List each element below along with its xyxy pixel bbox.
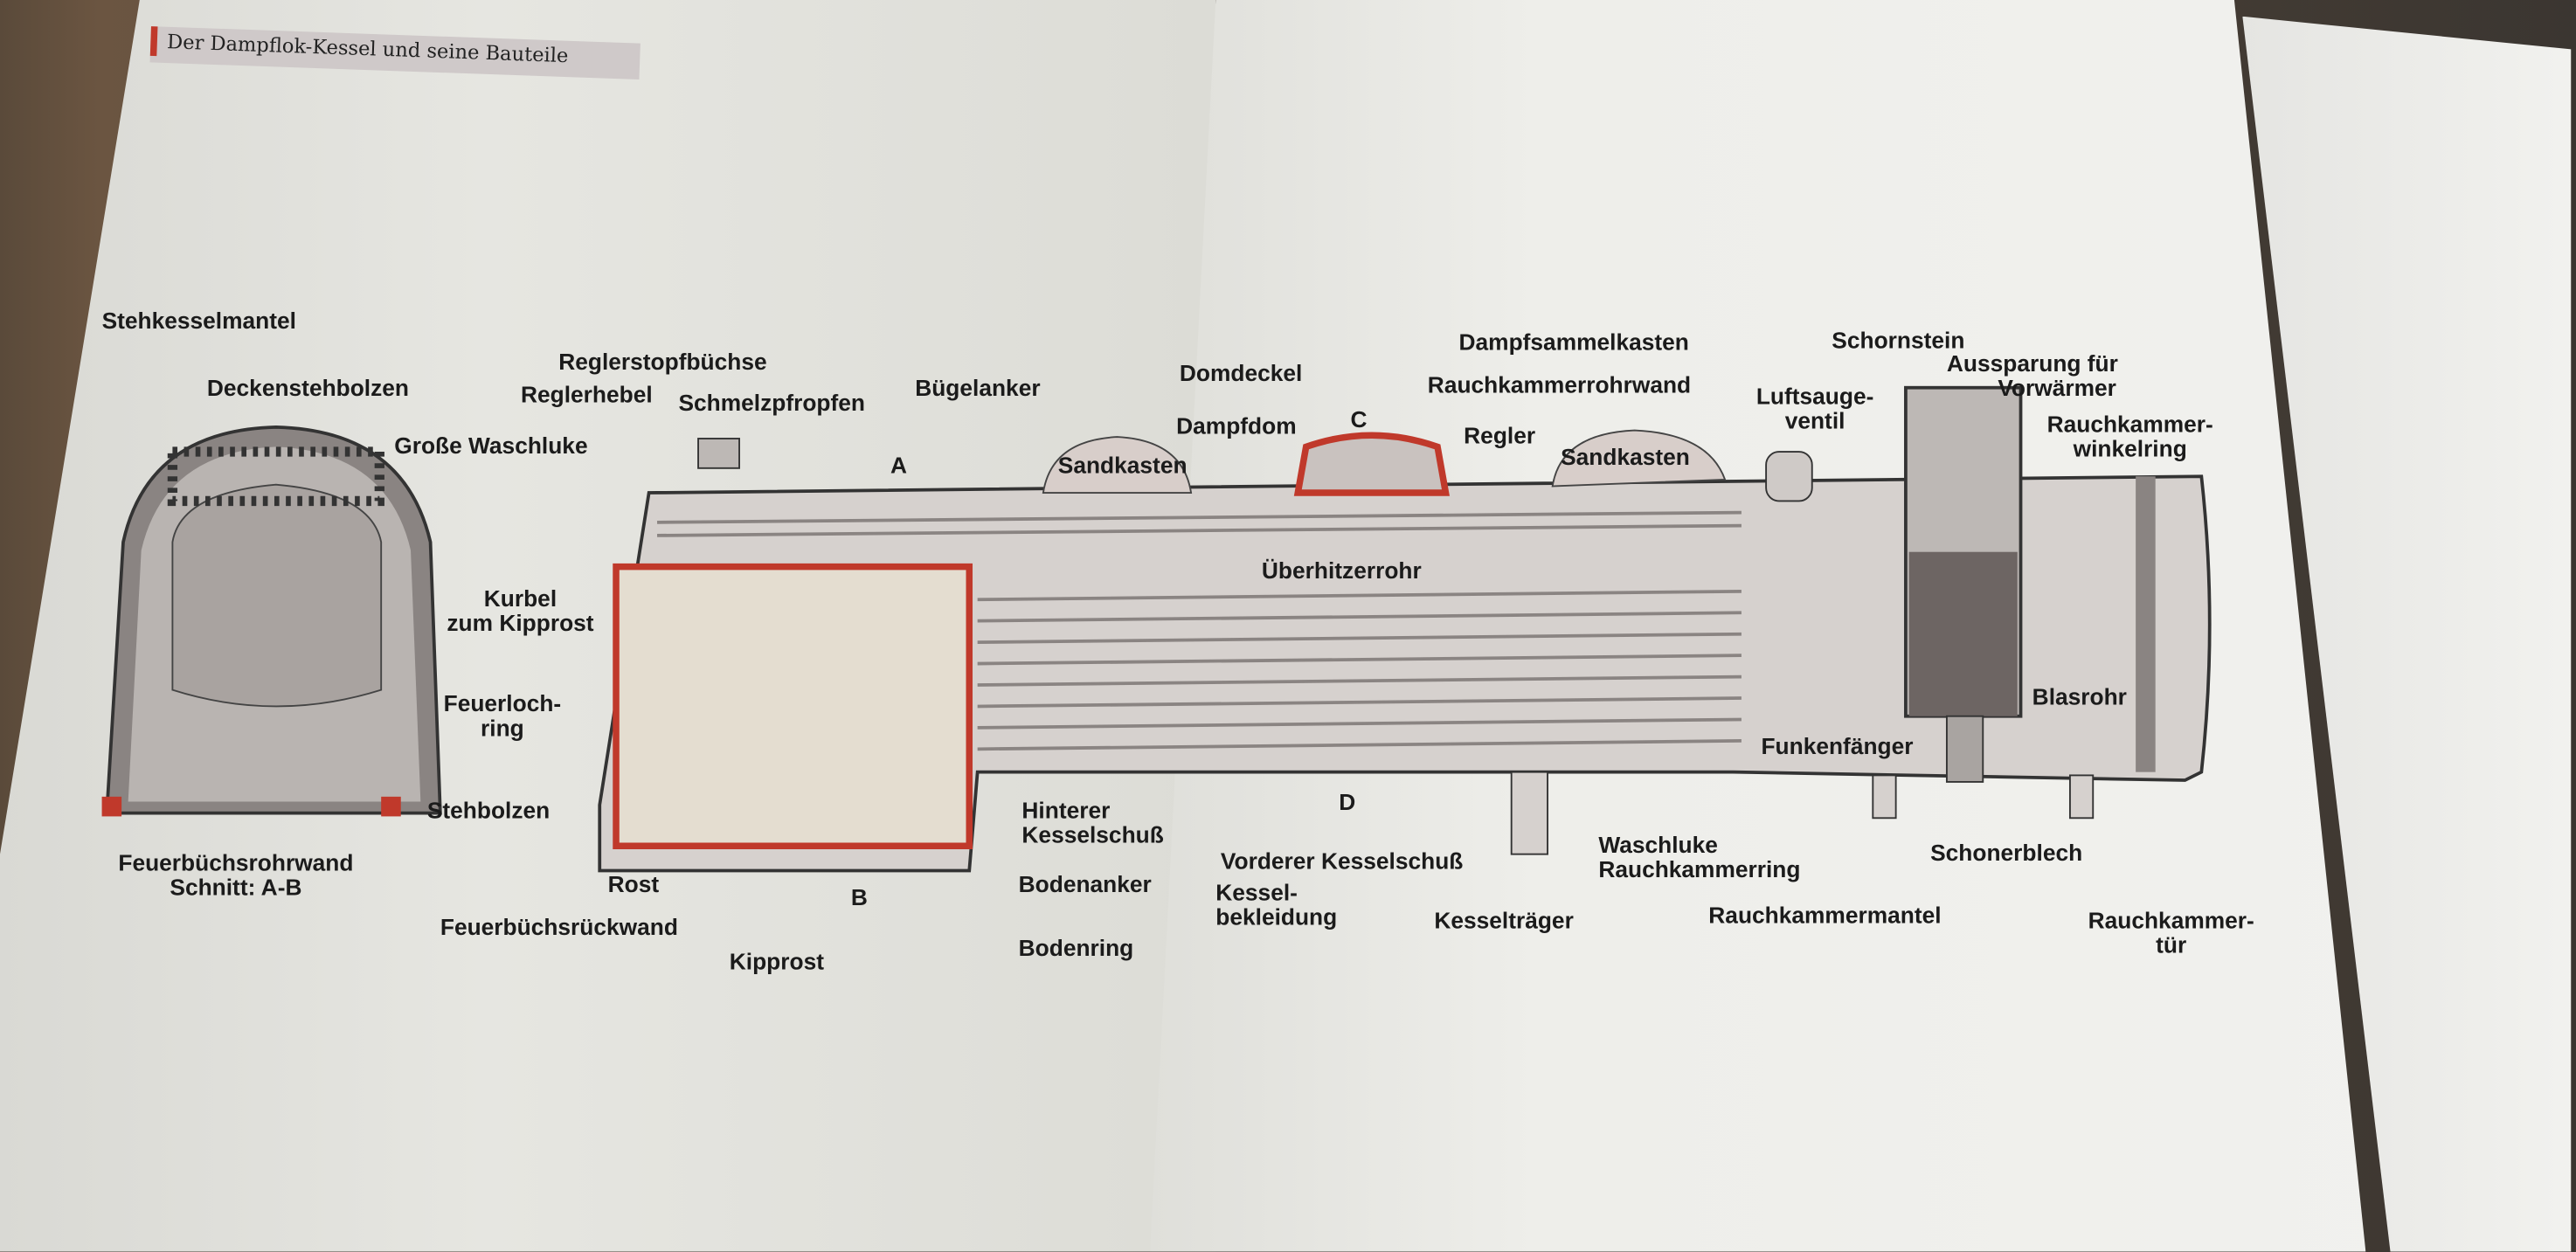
label-section-a: A [890, 452, 908, 479]
label-domdeckel: Domdeckel [1179, 359, 1303, 386]
label-line: zum Kipprost [447, 609, 594, 636]
label-line: Kessel- [1215, 878, 1298, 905]
label-section-b: B [850, 883, 868, 910]
label-bodenring: Bodenring [1018, 934, 1134, 961]
label-section-d: D [1339, 788, 1356, 815]
label-schornstein: Schornstein [1832, 327, 1965, 354]
label-section-c: C [1350, 405, 1368, 432]
label-line: Rauchkammer- [2088, 906, 2254, 933]
label-dampfsammelkasten: Dampfsammelkasten [1458, 329, 1689, 356]
label-line: winkelring [2073, 435, 2187, 462]
label-line: Waschluke [1598, 831, 1718, 858]
label-line: Luftsauge- [1755, 383, 1874, 410]
label-reglerstopfbuechse: Reglerstopfbüchse [558, 348, 767, 375]
label-bodenanker: Bodenanker [1018, 870, 1152, 897]
label-kesselbekleidung: Kessel-bekleidung [1215, 878, 1338, 930]
label-sandkasten-front: Sandkasten [1561, 443, 1690, 470]
label-feuerlochring: Feuerloch-ring [443, 689, 562, 741]
label-ueberhitzerrohr: Überhitzerrohr [1261, 557, 1422, 584]
label-kesseltraeger: Kesselträger [1434, 906, 1574, 933]
label-line: Schnitt: A-B [170, 874, 302, 901]
label-stehkesselmantel: Stehkesselmantel [101, 307, 296, 334]
label-rauchkammermantel: Rauchkammermantel [1708, 902, 1942, 929]
label-stehbolzen: Stehbolzen [426, 796, 551, 823]
label-regler: Regler [1464, 422, 1536, 449]
label-line: ventil [1784, 407, 1845, 434]
label-buegelanker: Bügelanker [915, 374, 1041, 401]
label-rauchkammerrohrwand: Rauchkammerrohrwand [1427, 370, 1692, 398]
label-feuerbuechsrueckwand: Feuerbüchsrückwand [440, 913, 678, 940]
label-reglerhebel: Reglerhebel [520, 381, 653, 408]
label-kipprost: Kipprost [729, 947, 824, 974]
label-line: Feuerbüchsrohrwand [118, 849, 354, 876]
label-sandkasten-rear: Sandkasten [1057, 452, 1188, 479]
label-luftsaugeventil: Luftsauge-ventil [1756, 384, 1874, 433]
label-line: Kesselschuß [1021, 821, 1164, 848]
label-rauchkammertuer: Rauchkammer-tür [2088, 906, 2254, 958]
label-line: Feuerloch- [443, 689, 562, 716]
label-line: ring [481, 714, 524, 741]
label-rauchkammerwinkelring: Rauchkammer-winkelring [2047, 412, 2213, 461]
label-line: Rauchkammer- [2046, 411, 2213, 438]
label-schmelzpfropfen: Schmelzpfropfen [678, 389, 866, 416]
label-dampfdom: Dampfdom [1176, 412, 1297, 439]
boiler-longitudinal-section [598, 385, 2212, 873]
label-line: Kurbel [483, 584, 557, 612]
label-line: Vorwärmer [1998, 374, 2116, 401]
label-line: Rauchkammerring [1598, 855, 1801, 882]
label-funkenfaenger: Funkenfänger [1761, 732, 1914, 759]
label-schonerblech: Schonerblech [1930, 839, 2083, 866]
label-line: Aussparung für [1946, 349, 2118, 377]
cross-section-a-b [101, 425, 442, 817]
label-line: bekleidung [1215, 903, 1338, 930]
label-line: Hinterer [1021, 796, 1111, 823]
label-vorderer-kesselschuss: Vorderer Kesselschuß [1220, 847, 1464, 875]
label-deckenstehbolzen: Deckenstehbolzen [206, 374, 410, 401]
label-grosse-waschluke: Große Waschluke [394, 432, 588, 459]
label-blasrohr: Blasrohr [2032, 683, 2127, 710]
label-rost: Rost [607, 870, 660, 897]
label-line: tür [2156, 931, 2187, 958]
